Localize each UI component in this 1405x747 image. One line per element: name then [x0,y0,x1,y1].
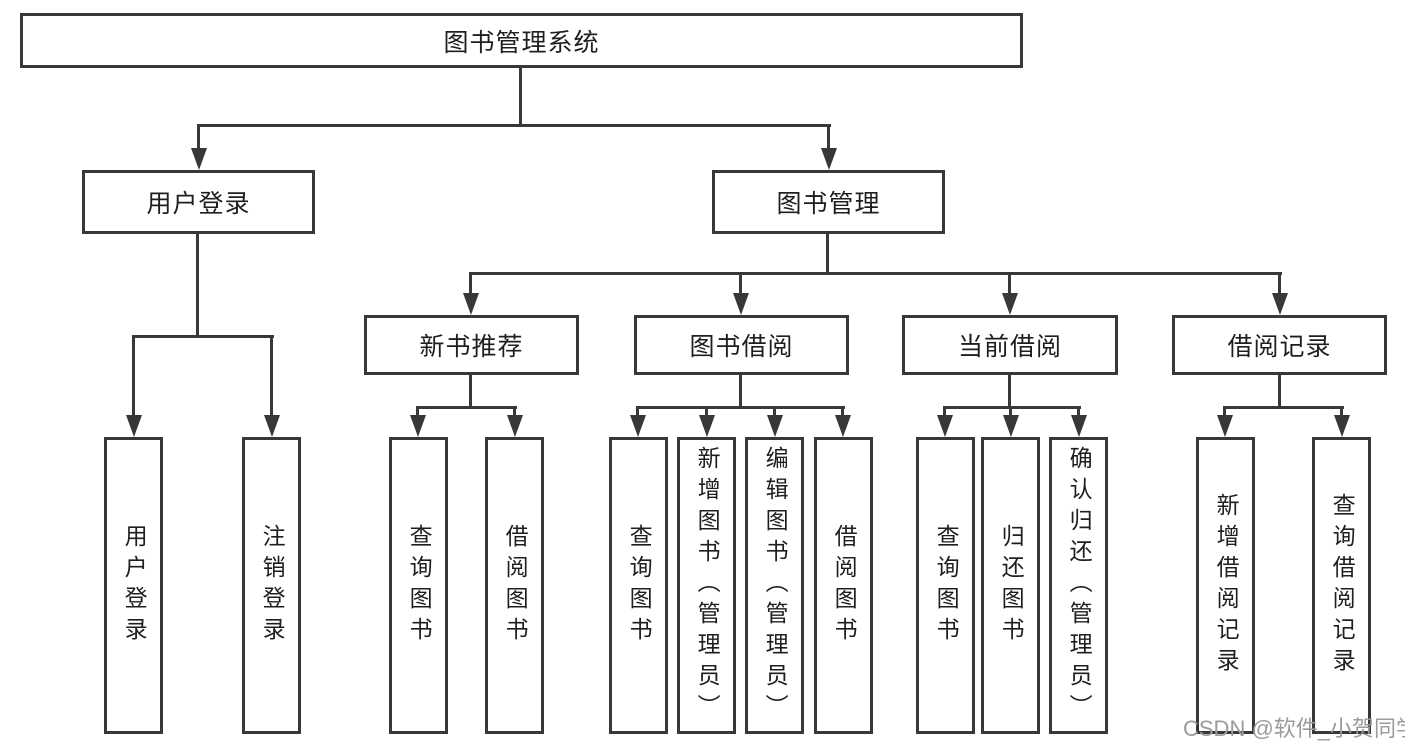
arrow-down-icon [1002,293,1018,315]
node-user-login-group-label: 用户登录 [146,190,251,218]
node-current-borrowing: 当前借阅 [902,315,1118,375]
node-current-return-books: 归还图书 [981,437,1040,734]
connector-line [943,406,1081,409]
node-borrow-records-label: 借阅记录 [1227,333,1332,361]
connector-line [841,406,844,417]
connector-line [943,406,946,417]
node-borrowing-add-book-admin: 新增图书（管理员） [677,437,736,734]
connector-line [826,234,829,275]
arrow-down-icon [821,148,837,170]
arrow-down-icon [1272,293,1288,315]
node-current-confirm-return-admin-label: 确认归还（管理员） [1066,446,1093,725]
connector-line [773,406,776,417]
arrow-down-icon [767,415,783,437]
connector-line [132,335,135,417]
node-new-book-recommend: 新书推荐 [364,315,579,375]
connector-line [469,375,472,409]
csdn-watermark: CSDN @软件_小贺同学 [1183,716,1405,741]
node-new-book-recommend-label: 新书推荐 [419,333,524,361]
node-borrowing-borrow-books: 借阅图书 [814,437,873,734]
connector-line [1008,272,1011,295]
connector-line [1223,406,1344,409]
node-current-query-books-label: 查询图书 [933,523,960,648]
connector-line [469,272,472,295]
node-book-borrowing: 图书借阅 [634,315,849,375]
connector-line [1278,375,1281,409]
connector-line [1009,406,1012,417]
node-borrowing-query-books: 查询图书 [609,437,668,734]
connector-line [197,124,200,150]
connector-line [416,406,419,417]
connector-line [1223,406,1226,417]
arrow-down-icon [1071,415,1087,437]
node-borrow-records: 借阅记录 [1172,315,1387,375]
arrow-down-icon [1217,415,1233,437]
connector-line [739,272,742,295]
node-records-query-record: 查询借阅记录 [1312,437,1371,734]
connector-line [739,375,742,409]
node-book-management-label: 图书管理 [776,190,881,218]
arrow-down-icon [1003,415,1019,437]
node-borrowing-edit-book-admin-label: 编辑图书（管理员） [762,446,789,725]
arrow-down-icon [699,415,715,437]
arrow-down-icon [1334,415,1350,437]
node-records-add-record: 新增借阅记录 [1196,437,1255,734]
node-user-login: 用户登录 [104,437,163,734]
node-book-management: 图书管理 [712,170,945,234]
connector-line [416,406,517,409]
connector-line [705,406,708,417]
connector-line [513,406,516,417]
connector-line [469,272,1282,275]
arrow-down-icon [733,293,749,315]
node-logout-label: 注销登录 [259,523,286,648]
node-user-login-label: 用户登录 [121,523,148,648]
connector-line [270,335,273,417]
connector-line [1340,406,1343,417]
node-current-borrowing-label: 当前借阅 [957,333,1062,361]
connector-line [519,68,522,127]
connector-line [636,406,639,417]
node-user-login-group: 用户登录 [82,170,315,234]
connector-line [1278,272,1281,295]
arrow-down-icon [126,415,142,437]
arrow-down-icon [507,415,523,437]
connector-line [1077,406,1080,417]
node-newbook-query-books: 查询图书 [389,437,448,734]
arrow-down-icon [463,293,479,315]
node-records-query-record-label: 查询借阅记录 [1329,492,1356,679]
node-logout: 注销登录 [242,437,301,734]
arrow-down-icon [630,415,646,437]
node-book-borrowing-label: 图书借阅 [689,333,794,361]
node-borrowing-edit-book-admin: 编辑图书（管理员） [745,437,804,734]
arrow-down-icon [937,415,953,437]
node-borrowing-add-book-admin-label: 新增图书（管理员） [694,446,721,725]
node-library-management-system: 图书管理系统 [20,13,1023,68]
connector-line [132,335,274,338]
arrow-down-icon [410,415,426,437]
node-newbook-query-books-label: 查询图书 [406,523,433,648]
node-borrowing-query-books-label: 查询图书 [626,523,653,648]
node-current-query-books: 查询图书 [916,437,975,734]
node-newbook-borrow-books-label: 借阅图书 [502,523,529,648]
arrow-down-icon [264,415,280,437]
connector-line [196,234,199,338]
connector-line [827,124,830,150]
node-current-confirm-return-admin: 确认归还（管理员） [1049,437,1108,734]
node-newbook-borrow-books: 借阅图书 [485,437,544,734]
node-records-add-record-label: 新增借阅记录 [1213,492,1240,679]
connector-line [636,406,845,409]
connector-line [197,124,831,127]
arrow-down-icon [191,148,207,170]
node-library-management-system-label: 图书管理系统 [443,28,600,57]
connector-line [1008,375,1011,409]
node-borrowing-borrow-books-label: 借阅图书 [831,523,858,648]
node-current-return-books-label: 归还图书 [998,523,1025,648]
arrow-down-icon [835,415,851,437]
